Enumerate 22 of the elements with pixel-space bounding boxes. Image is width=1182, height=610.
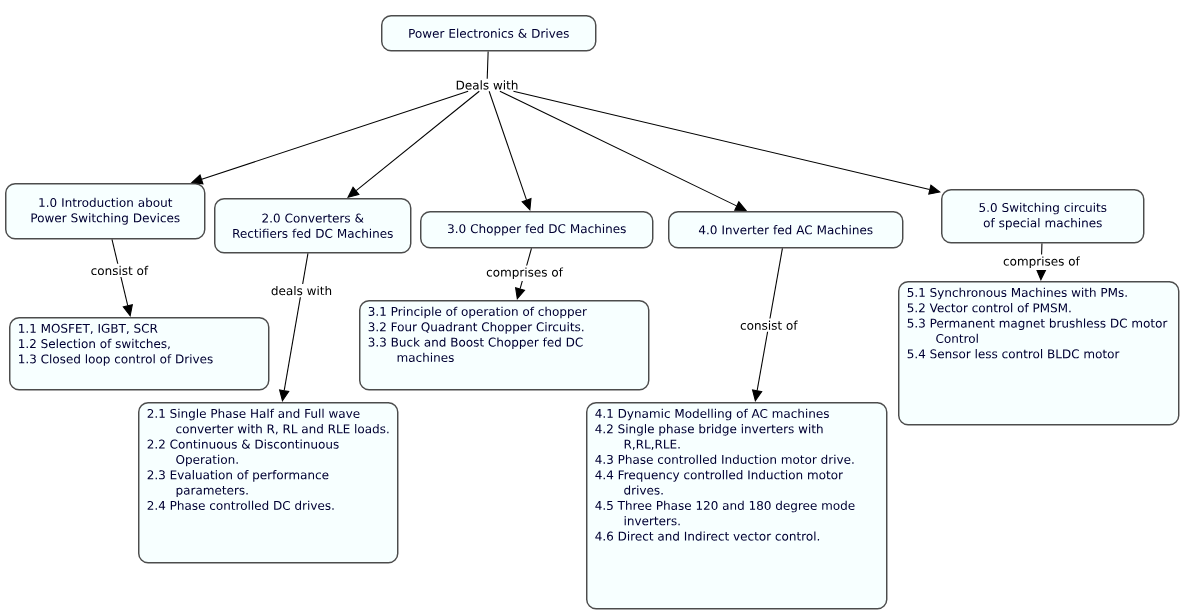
edge-label: consist of	[88, 263, 151, 278]
edge-label: deals with	[268, 283, 335, 298]
concept-box: Power Electronics & Drives	[381, 15, 597, 52]
concept-box: 1.0 Introduction about Power Switching Devices	[5, 183, 206, 240]
topic-list-box: 3.1 Principle of operation of chopper 3.2 Four Quadrant Chopper Circuits. 3.3 Buck and Boost Chopper fed DC machines	[359, 300, 650, 391]
topic-list-box: 4.1 Dynamic Modelling of AC machines 4.2 Single phase bridge inverters with R,RL,RLE. 4.3 Phase controlled Induction motor drive. 4.4 Frequency controlled Induction motor drives. 4.5 Three Phase 120 and 180 degree mode inverters. 4.6 Direct and Indirect vector control.	[586, 402, 888, 610]
concept-box: 3.0 Chopper fed DC Machines	[420, 211, 654, 249]
arrow	[111, 238, 134, 317]
edge-label: comprises of	[484, 265, 565, 281]
arrow	[512, 90, 941, 195]
arrow	[488, 90, 532, 211]
topic-list-box: 2.1 Single Phase Half and Full wave converter with R, RL and RLE loads. 2.2 Continuous & Discontinuous Operation. 2.3 Evaluation of performance parameters. 2.4 Phase controlled DC drives.	[138, 402, 399, 564]
linking-phrase: Deals with	[454, 79, 520, 91]
concept-box: 4.0 Inverter fed AC Machines	[668, 211, 904, 249]
edge-label: consist of	[738, 318, 800, 332]
topic-list-box: 5.1 Synchronous Machines with PMs. 5.2 Vector control of PMSM. 5.3 Permanent magnet brushless DC motor Control 5.4 Sensor less control BLDC motor	[898, 281, 1180, 426]
topic-list-box: 1.1 MOSFET, IGBT, SCR 1.2 Selection of switches, 1.3 Closed loop control of Drives	[9, 317, 270, 391]
arrow	[347, 90, 480, 198]
concept-box: 5.0 Switching circuits of special machines	[941, 189, 1145, 244]
connector-line	[486, 50, 489, 80]
concept-box: 2.0 Converters & Rectifiers fed DC Machines	[214, 198, 412, 254]
edge-label: comprises of	[1001, 254, 1082, 271]
